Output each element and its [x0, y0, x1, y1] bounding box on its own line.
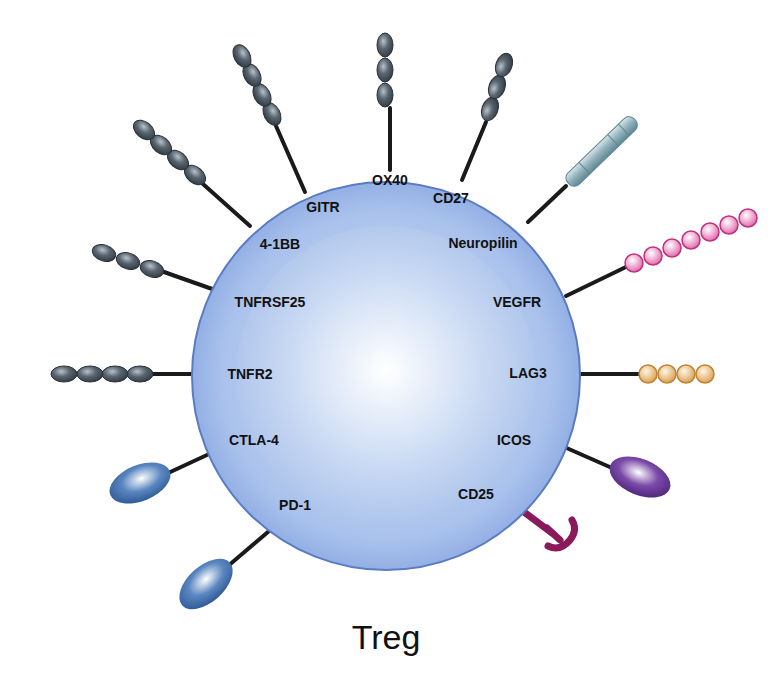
receptor-label: 4-1BB: [260, 236, 300, 252]
receptor-label: PD-1: [279, 497, 311, 513]
receptor-label: VEGFR: [493, 294, 541, 310]
receptor-label: CTLA-4: [229, 432, 279, 448]
receptor-label: TNFRSF25: [235, 294, 306, 310]
receptor-label: CD27: [433, 190, 469, 206]
cell-title: Treg: [190, 618, 582, 657]
receptor-label: LAG3: [509, 365, 546, 381]
receptor-label: TNFR2: [227, 366, 272, 382]
receptor-label: OX40: [372, 172, 408, 188]
receptor-label: GITR: [306, 199, 339, 215]
receptor-label: Neuropilin: [448, 235, 517, 251]
receptor-label: CD25: [458, 486, 494, 502]
receptor-label: ICOS: [497, 432, 531, 448]
